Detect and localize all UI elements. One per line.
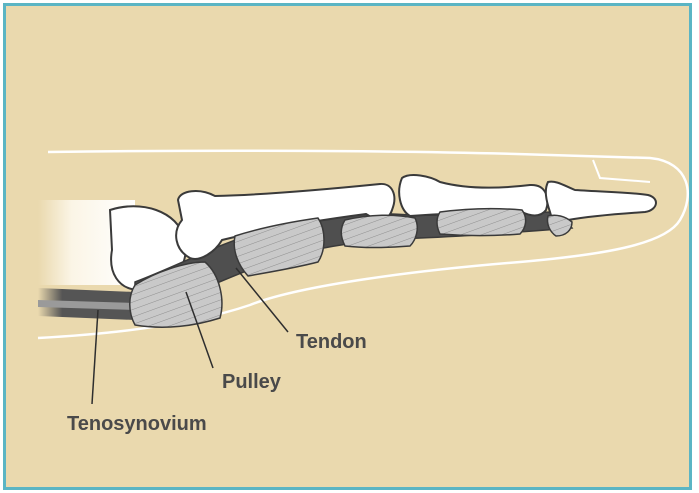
pulley-a4 xyxy=(437,209,526,236)
pulley-label: Pulley xyxy=(222,371,281,394)
pulley-a3 xyxy=(341,215,417,247)
tenosynovium-label: Tenosynovium xyxy=(67,413,207,436)
tenosynovium-leader-line xyxy=(92,310,98,404)
fingernail-outline xyxy=(593,160,650,182)
tendon-label: Tendon xyxy=(296,331,367,354)
tendon-leader-line xyxy=(236,268,288,332)
